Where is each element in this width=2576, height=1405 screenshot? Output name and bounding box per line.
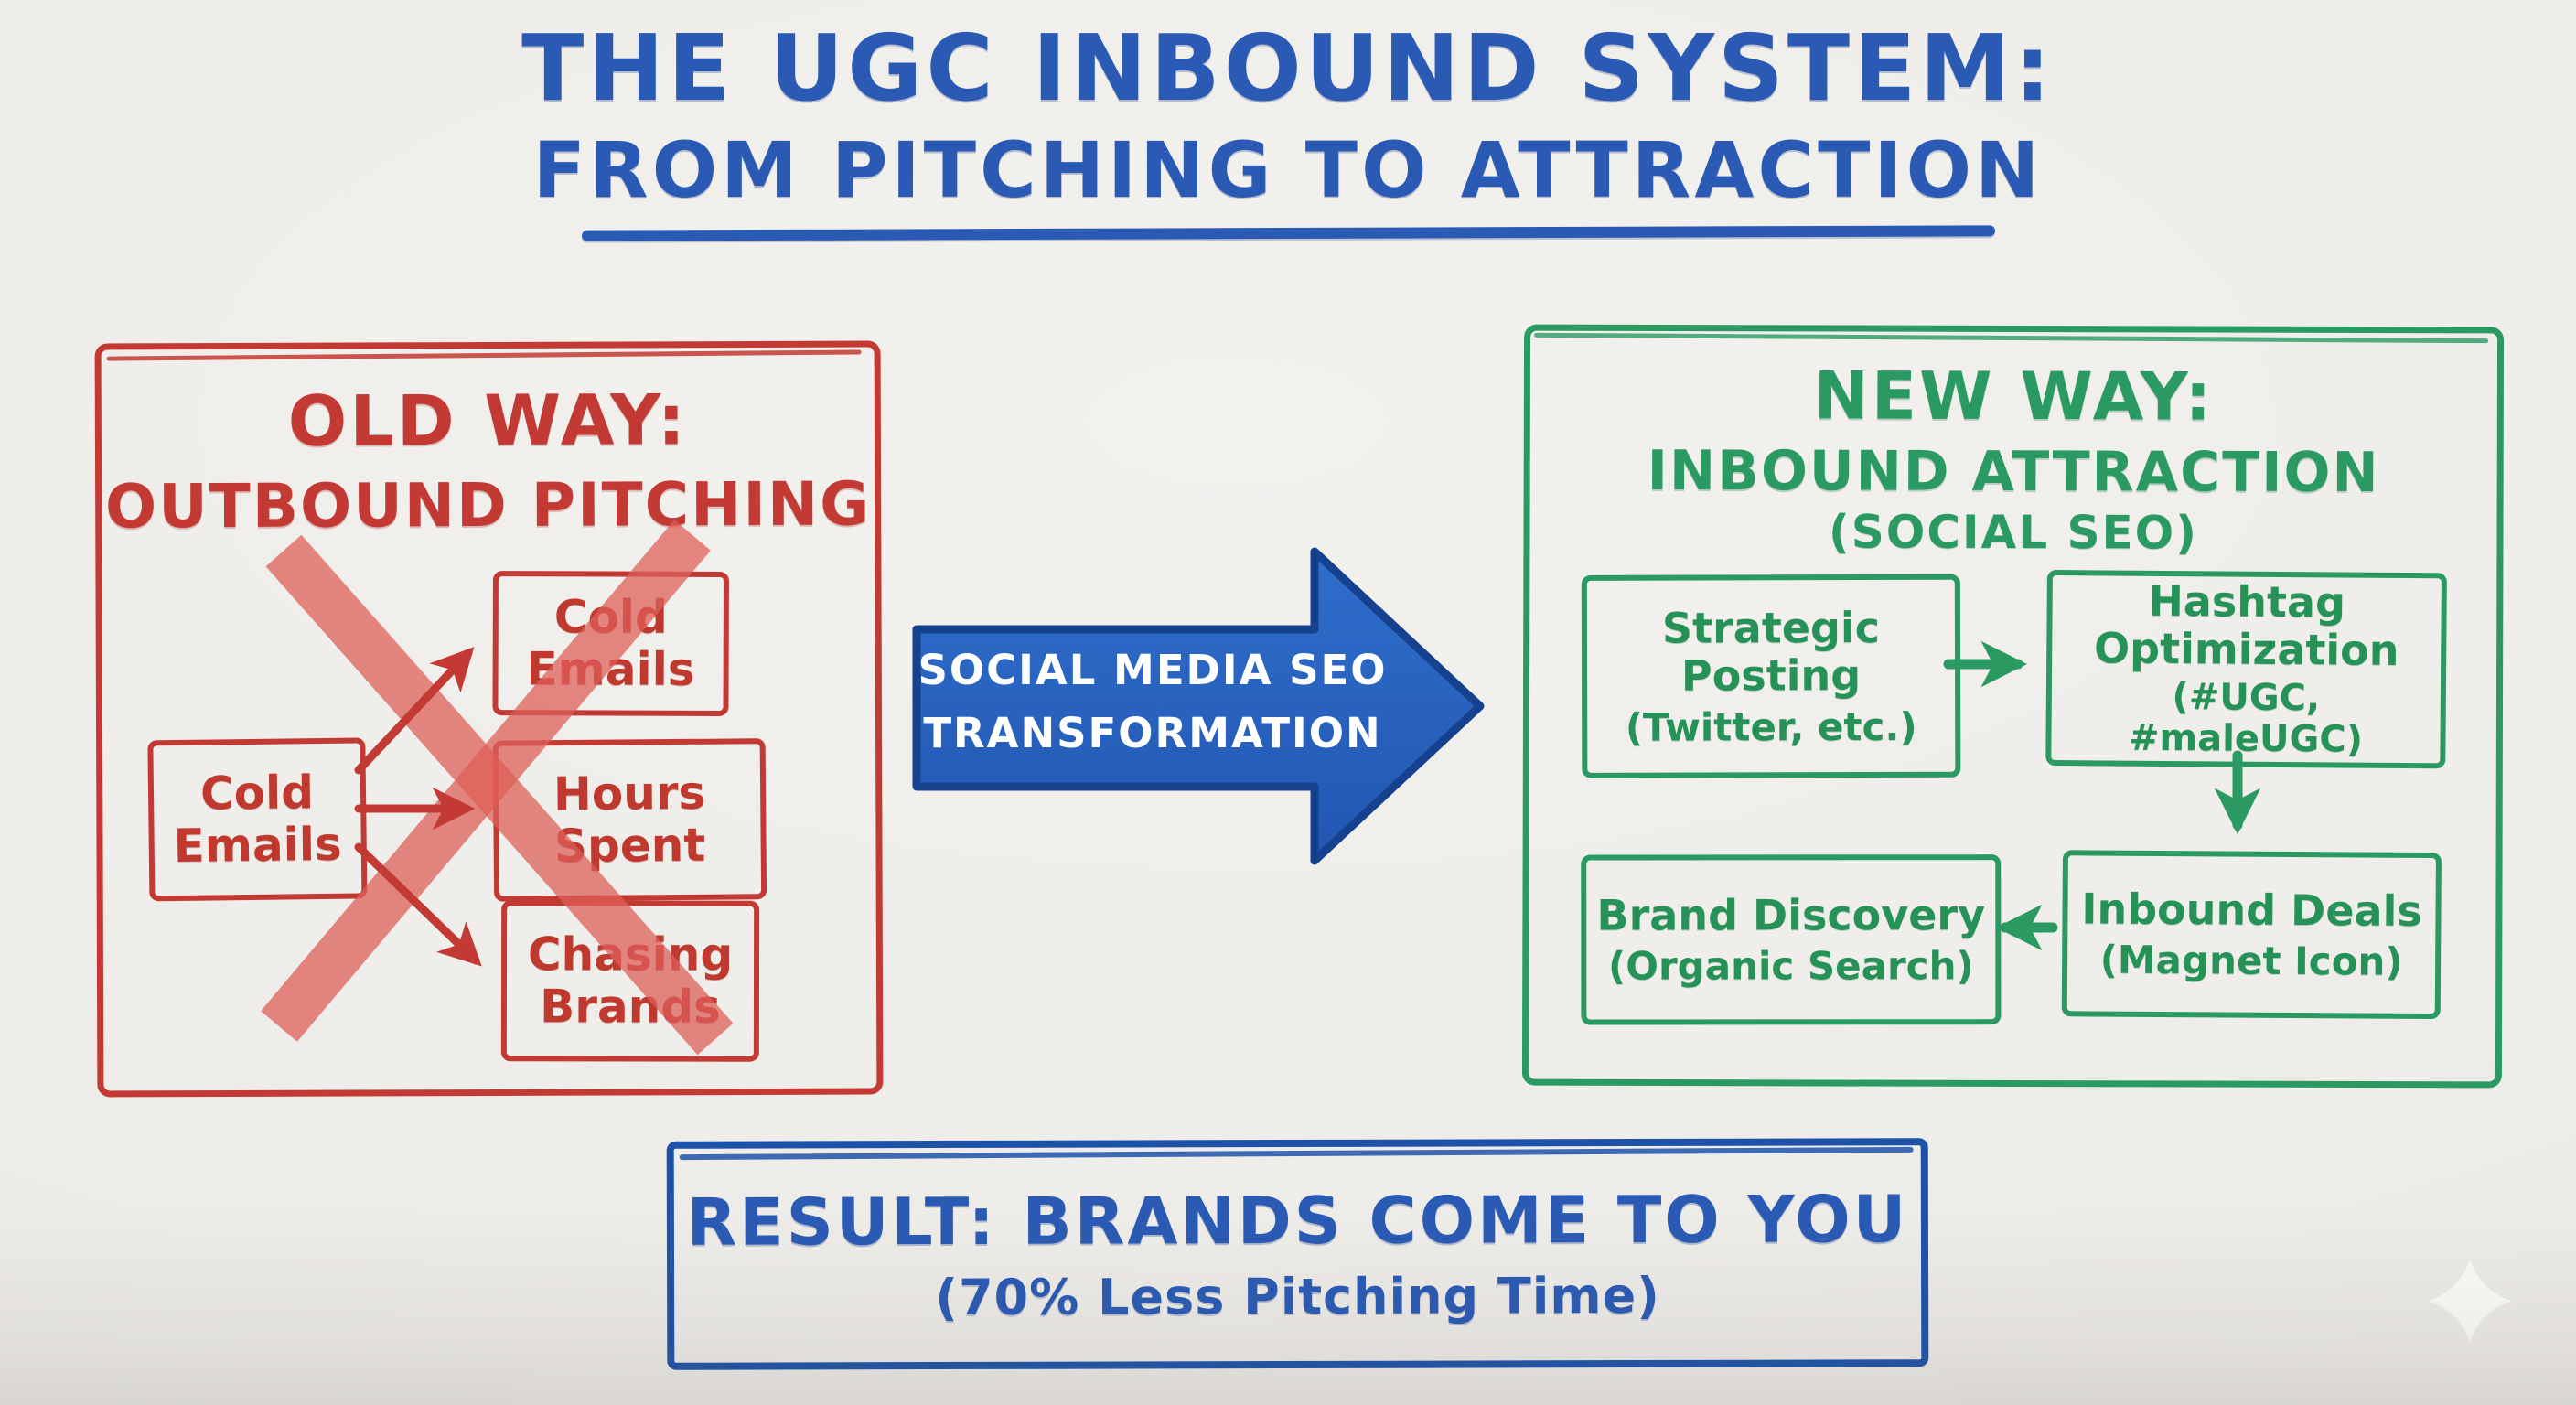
hours-spent-line-2: Spent — [553, 818, 706, 874]
brand-discovery-line-1: Brand Discovery — [1596, 890, 1986, 940]
strategic-posting-box: Strategic Posting (Twitter, etc.) — [1581, 574, 1961, 778]
cold-emails-target-line-2: Emails — [526, 642, 695, 696]
strategic-posting-line-2: Posting — [1680, 650, 1862, 701]
inbound-deals-box: Inbound Deals (Magnet Icon) — [2061, 850, 2442, 1020]
old-way-panel: OLD WAY: OUTBOUND PITCHING Cold Emails C… — [94, 340, 884, 1098]
hashtag-optimization-box: Hashtag Optimization (#UGC, #maleUGC) — [2045, 569, 2447, 769]
cold-emails-target-line-1: Cold — [553, 590, 668, 644]
hours-spent-box: Hours Spent — [492, 738, 767, 902]
hashtag-optimization-line-1: Hashtag — [2148, 575, 2346, 627]
sparkle-icon — [2428, 1259, 2512, 1343]
result-line-2: (70% Less Pitching Time) — [935, 1266, 1660, 1327]
old-way-heading-line-2: OUTBOUND PITCHING — [104, 468, 872, 542]
transformation-label-line-1: SOCIAL MEDIA SEO — [918, 646, 1388, 694]
result-line-1: RESULT: BRANDS COME TO YOU — [686, 1181, 1909, 1260]
new-way-heading-line-3: (SOCIAL SEO) — [1828, 505, 2199, 560]
hours-spent-line-1: Hours — [553, 766, 706, 821]
chasing-brands-line-1: Chasing — [527, 928, 734, 981]
cold-emails-source-line-2: Emails — [173, 817, 343, 874]
new-way-heading-line-1: NEW WAY: — [1813, 357, 2215, 435]
inbound-deals-line-1: Inbound Deals — [2081, 884, 2422, 936]
chasing-brands-box: Chasing Brands — [500, 900, 760, 1062]
cold-emails-source-box: Cold Emails — [147, 737, 368, 902]
transformation-label-line-2: TRANSFORMATION — [923, 709, 1382, 757]
inbound-deals-line-2: (Magnet Icon) — [2099, 937, 2403, 985]
brand-discovery-box: Brand Discovery (Organic Search) — [1581, 854, 2002, 1025]
page-title: THE UGC INBOUND SYSTEM: FROM PITCHING TO… — [0, 15, 2576, 241]
new-way-panel: NEW WAY: INBOUND ATTRACTION (SOCIAL SEO)… — [1521, 324, 2505, 1089]
title-line-2: FROM PITCHING TO ATTRACTION — [532, 125, 2044, 215]
title-underline — [581, 225, 1995, 241]
cold-emails-source-line-1: Cold — [199, 766, 315, 820]
strategic-posting-line-3: (Twitter, etc.) — [1625, 703, 1917, 750]
transformation-arrow-label: SOCIAL MEDIA SEO TRANSFORMATION — [915, 646, 1390, 757]
strategic-posting-line-1: Strategic — [1661, 602, 1881, 653]
cold-emails-target-box: Cold Emails — [492, 571, 729, 716]
hashtag-optimization-line-3: (#UGC, #maleUGC) — [2128, 675, 2364, 762]
chasing-brands-line-2: Brands — [540, 980, 721, 1034]
result-banner: RESULT: BRANDS COME TO YOU (70% Less Pit… — [666, 1138, 1929, 1370]
old-way-heading-line-1: OLD WAY: — [287, 379, 689, 462]
new-way-heading-line-2: INBOUND ATTRACTION — [1647, 438, 2380, 506]
title-line-1: THE UGC INBOUND SYSTEM: — [521, 15, 2055, 122]
hashtag-optimization-line-2: Optimization — [2093, 623, 2399, 676]
brand-discovery-line-2: (Organic Search) — [1608, 943, 1974, 989]
